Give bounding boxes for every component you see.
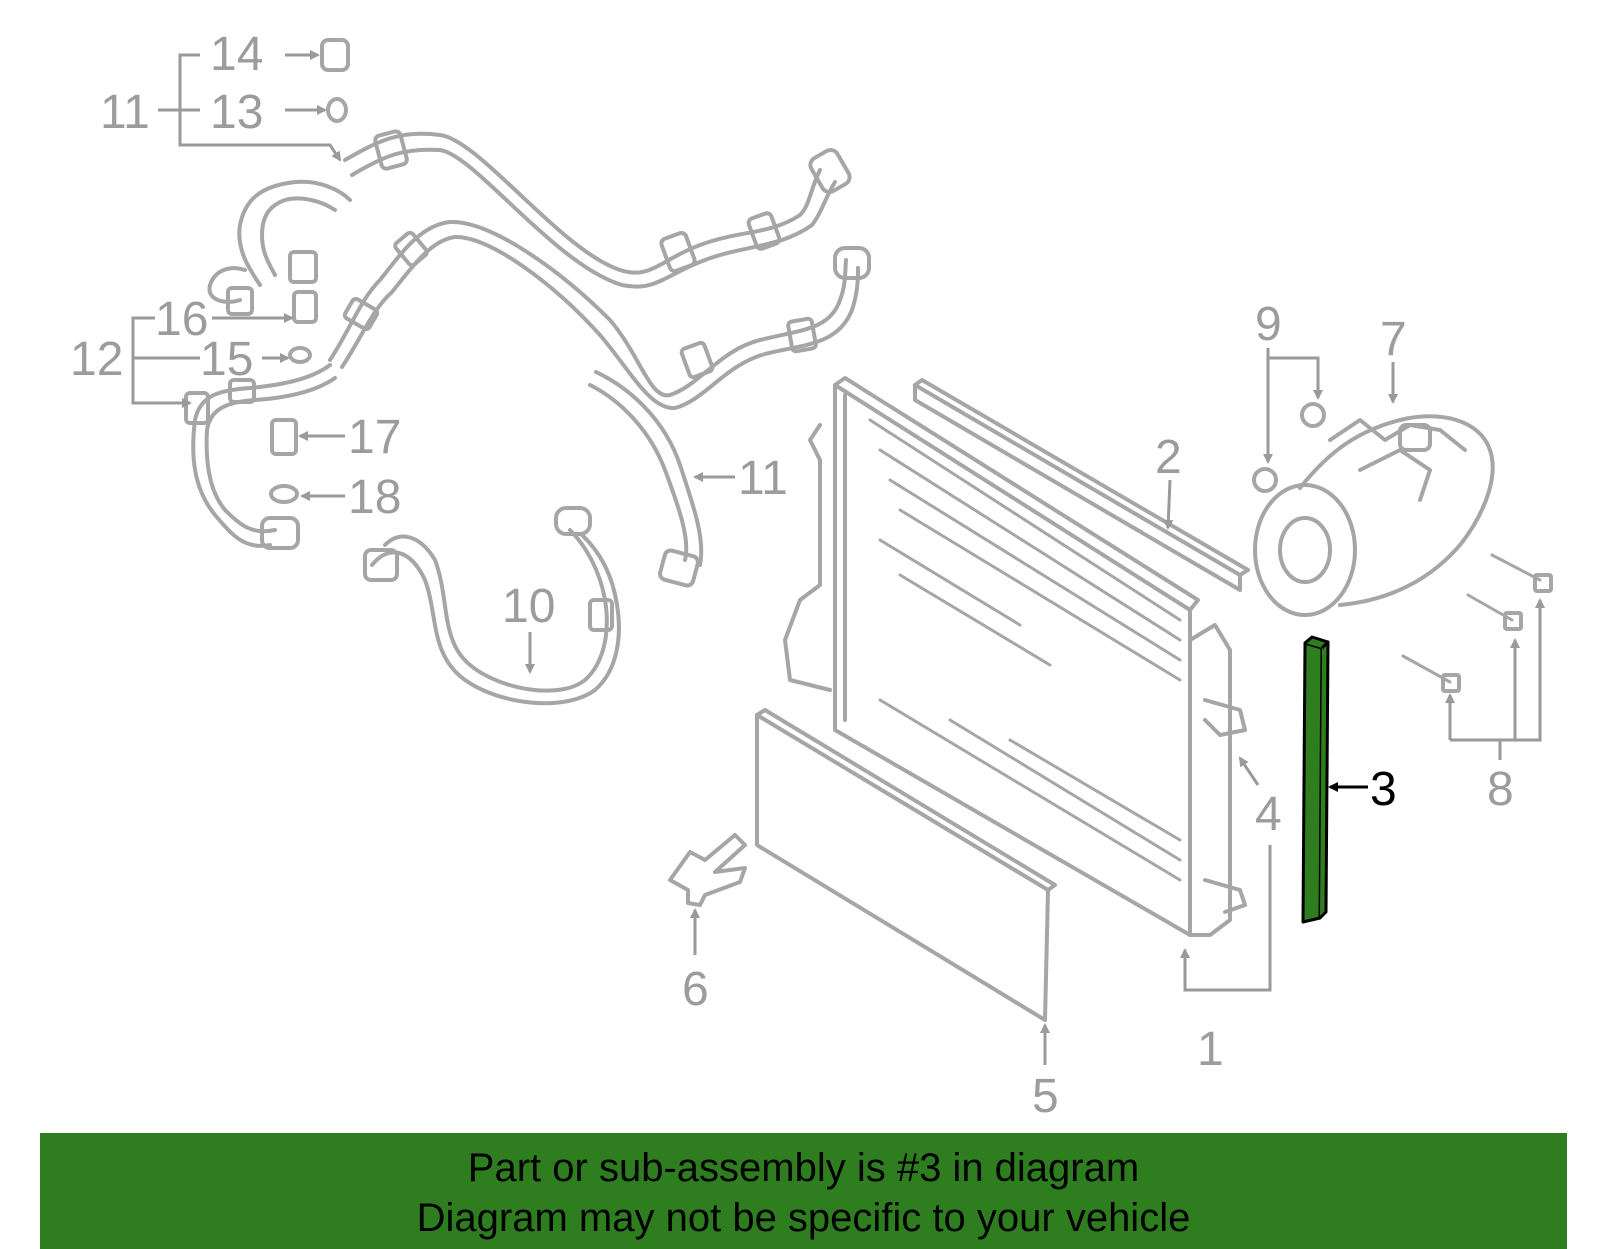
plugs-9 <box>1252 402 1326 493</box>
label-6: 6 <box>682 963 709 1016</box>
label-7: 7 <box>1380 313 1407 366</box>
label-13: 13 <box>210 86 263 139</box>
cap-13-icon <box>326 97 348 123</box>
bolts-8 <box>1401 553 1553 693</box>
manifold-hose-11-left <box>207 179 352 316</box>
seal-strip-2 <box>913 378 1250 592</box>
label-11-middle: 11 <box>738 452 788 505</box>
label-18: 18 <box>348 471 401 524</box>
label-10: 10 <box>502 580 555 633</box>
label-8: 8 <box>1487 763 1514 816</box>
label-9: 9 <box>1255 298 1282 351</box>
label-1: 1 <box>1197 1023 1224 1076</box>
info-banner: Part or sub-assembly is #3 in diagram Di… <box>40 1133 1567 1249</box>
banner-line-1: Part or sub-assembly is #3 in diagram <box>467 1146 1140 1190</box>
label-17: 17 <box>348 411 401 464</box>
label-14: 14 <box>210 28 263 81</box>
label-2: 2 <box>1155 431 1182 484</box>
pressure-line-11-long <box>328 219 871 411</box>
label-5: 5 <box>1032 1070 1059 1123</box>
o-ring-18-icon <box>269 484 299 504</box>
valve-15-icon <box>288 346 312 364</box>
suction-hose-11-upper <box>343 129 852 289</box>
bracket-6 <box>668 833 747 907</box>
banner-line-2: Diagram may not be specific to your vehi… <box>416 1196 1191 1240</box>
label-4: 4 <box>1255 788 1282 841</box>
leader-lines <box>131 50 1545 1065</box>
label-12: 12 <box>70 333 123 386</box>
condenser-1 <box>783 376 1247 937</box>
cap-14-icon <box>320 38 350 72</box>
part-labels: 14 11 13 16 12 15 17 18 11 10 2 9 7 3 4 … <box>70 28 1514 1123</box>
compressor-7 <box>1253 414 1495 617</box>
label-15: 15 <box>200 333 253 386</box>
label-11-top: 11 <box>100 86 150 139</box>
label-3-highlighted: 3 <box>1370 763 1397 816</box>
sensor-17-icon <box>270 418 298 456</box>
hose-11-middle <box>588 370 704 588</box>
panel-5 <box>755 708 1057 1022</box>
liquid-line-12 <box>184 363 337 550</box>
hose-10 <box>363 506 621 706</box>
switch-16-icon <box>292 290 318 324</box>
label-16: 16 <box>155 293 208 346</box>
seal-strip-3-highlighted <box>1301 635 1330 924</box>
